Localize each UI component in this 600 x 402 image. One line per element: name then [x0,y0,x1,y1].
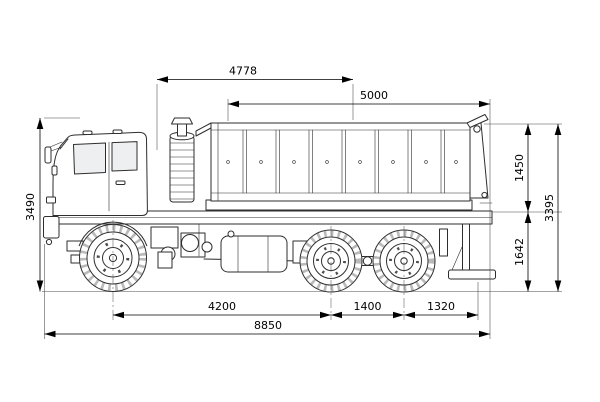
body-panel-pins [226,160,458,164]
air-intake-stack [169,117,195,203]
tailgate [466,114,493,204]
dim-top-length: 4778 [156,65,354,150]
tailgate-hinge [473,125,481,133]
tailgate-top-bracket [466,114,489,128]
spot-mirror [51,165,58,176]
dim-label-frame-height: 1642 [513,238,526,266]
underbody-equipment [150,223,385,269]
dim-label-overall-height: 3490 [24,193,37,221]
dim-label-bogie-spacing: 1400 [354,300,382,313]
dim-overall-height: 3490 [24,117,80,292]
mirror-arms [49,141,63,152]
chassis-frame [54,210,493,225]
roof-marker-light-1 [82,130,93,135]
dim-bogie-spacing: 1400 [331,300,404,319]
dump-body [195,122,473,211]
axle-centerlines [112,220,405,320]
truck-drawing [42,114,502,320]
body-ribs [242,129,445,194]
dim-frame-height: 1642 [513,212,532,292]
dim-total-rear-height: 3395 [543,124,562,292]
dim-label-rear-overhang: 1320 [427,300,455,313]
dim-label-total-rear-height: 3395 [543,194,556,222]
rear-underride-guard [448,223,496,280]
dim-label-overall-length: 8850 [254,319,282,332]
headlight [46,196,56,204]
stack-rain-cap [171,117,193,125]
dim-body-height: 1450 [513,124,532,212]
body-front-visor [195,122,212,137]
dim-body-length: 5000 [227,89,491,339]
door-handle [115,180,126,185]
mirror-glass [44,146,52,164]
dim-wheelbase: 4200 [113,300,331,319]
rear-side-window [111,141,138,172]
door-window [73,142,106,175]
dimension-annotations: 4778 5000 3490 1450 1642 3395 [24,65,562,339]
roof-marker-light-2 [112,129,123,134]
fuel-filler-cap [227,230,235,238]
dim-label-top-length: 4778 [229,65,257,78]
fuel-tank [220,230,288,273]
rear-mudflap [439,228,448,257]
front-bumper [43,216,60,239]
tow-pin [45,238,53,246]
tailgate-latch [481,191,488,199]
dim-overall-length: 8850 [44,244,490,339]
dim-label-body-length: 5000 [360,89,388,102]
dim-label-wheelbase: 4200 [208,300,236,313]
cab [43,129,148,264]
dim-label-body-height: 1450 [513,154,526,182]
dim-rear-overhang: 1320 [404,282,479,320]
